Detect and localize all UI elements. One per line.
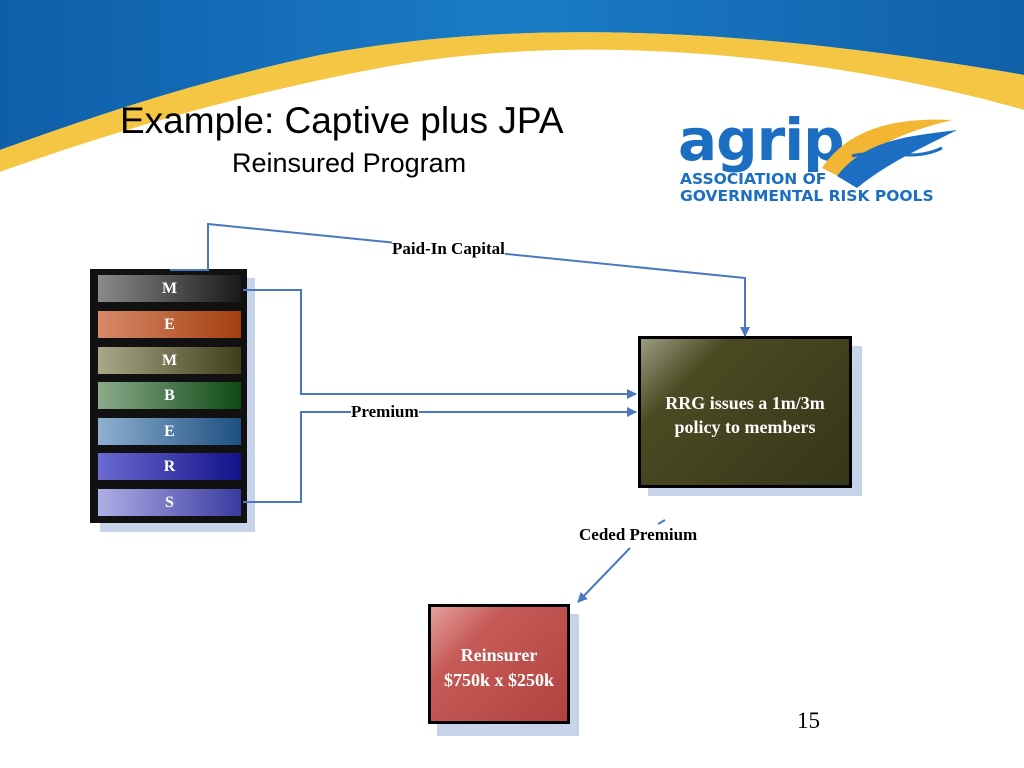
rrg-box: RRG issues a 1m/3m policy to members [638,336,852,488]
paid-in-capital-arrow [170,222,750,337]
premium-arrow-top [243,289,637,399]
header-swoosh [0,0,1024,180]
member-block-1: M [96,273,243,304]
member-block-4: B [96,380,243,411]
member-block-3: M [96,345,243,376]
logo-line-1: ASSOCIATION OF [680,170,827,188]
member-block-2: E [96,309,243,340]
slide-subtitle: Reinsured Program [232,148,467,178]
reinsurer-box: Reinsurer $750k x $250k [428,604,570,724]
premium-arrow-bottom [243,407,637,503]
premium-label: Premium [351,402,419,421]
member-block-7: S [96,487,243,518]
logo-swoosh-icon [822,119,957,188]
paid-in-capital-label: Paid-In Capital [392,239,505,258]
page-number: 15 [797,708,820,733]
slide-title: Example: Captive plus JPA [120,100,564,141]
member-block-6: R [96,451,243,482]
logo-line-2: GOVERNMENTAL RISK POOLS [680,187,934,205]
reinsurer-box-line-2: $750k x $250k [443,670,555,690]
ceded-premium-label: Ceded Premium [579,525,698,544]
reinsurer-box-line-1: Reinsurer [460,645,538,665]
ceded-premium-stub [657,519,666,525]
logo-wordmark: agrip [678,106,845,174]
member-block-5: E [96,416,243,447]
ceded-premium-arrow [577,547,631,603]
rrg-box-label: RRG issues a 1m/3m policy to members [665,393,825,437]
